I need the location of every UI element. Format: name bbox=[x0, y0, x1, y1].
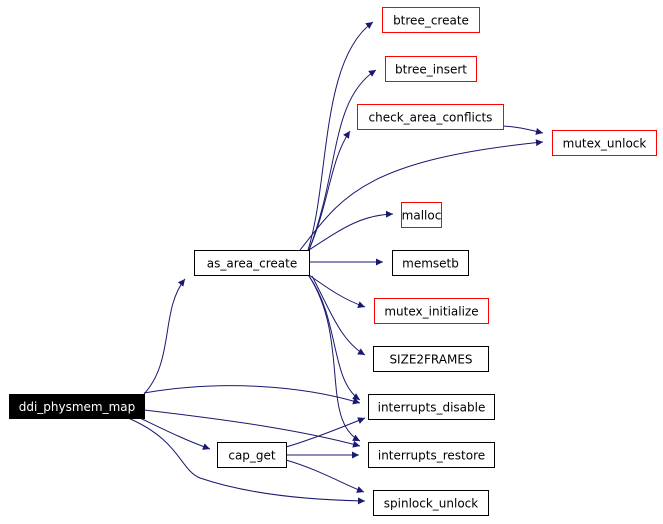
edge-check_area_conflicts-to-mutex_unlock bbox=[502, 125, 544, 135]
node-label: ddi_physmem_map bbox=[19, 400, 136, 414]
node-box[interactable] bbox=[385, 56, 477, 82]
node-memsetb[interactable]: memsetb bbox=[392, 250, 469, 276]
edge-as_area_create-to-SIZE2FRAMES bbox=[311, 275, 366, 356]
node-SIZE2FRAMES[interactable]: SIZE2FRAMES bbox=[373, 346, 489, 372]
node-box[interactable] bbox=[368, 394, 495, 420]
edge-as_area_create-to-interrupts_disable bbox=[308, 275, 361, 401]
node-mutex_initialize[interactable]: mutex_initialize bbox=[374, 298, 489, 324]
node-label: mutex_initialize bbox=[384, 305, 478, 319]
node-label: as_area_create bbox=[207, 257, 297, 271]
node-label: spinlock_unlock bbox=[384, 497, 479, 511]
node-label: btree_create bbox=[393, 14, 469, 28]
node-box[interactable] bbox=[217, 442, 287, 468]
node-cap_get[interactable]: cap_get bbox=[217, 442, 287, 468]
node-label: check_area_conflicts bbox=[369, 111, 493, 125]
node-btree_insert[interactable]: btree_insert bbox=[385, 56, 477, 82]
node-box[interactable] bbox=[374, 298, 489, 324]
edge-as_area_create-to-btree_create bbox=[307, 21, 374, 251]
node-label: cap_get bbox=[228, 449, 276, 463]
node-box[interactable] bbox=[373, 346, 489, 372]
node-box[interactable] bbox=[373, 490, 489, 516]
node-label: interrupts_restore bbox=[378, 449, 485, 463]
node-label: interrupts_disable bbox=[378, 401, 486, 415]
node-box[interactable] bbox=[392, 250, 469, 276]
nodes: ddi_physmem_map as_area_create cap_get btre… bbox=[9, 7, 657, 516]
node-label: malloc bbox=[402, 209, 442, 223]
node-interrupts_restore[interactable]: interrupts_restore bbox=[368, 442, 495, 468]
node-box[interactable] bbox=[382, 7, 480, 33]
node-malloc[interactable]: malloc bbox=[401, 202, 442, 228]
node-btree_create[interactable]: btree_create bbox=[382, 7, 480, 33]
node-label: memsetb bbox=[402, 257, 459, 271]
node-box[interactable] bbox=[552, 130, 657, 156]
edge-as_area_create-to-mutex_initialize bbox=[308, 274, 366, 308]
node-box[interactable] bbox=[368, 442, 495, 468]
edge-cap_get-to-interrupts_disable bbox=[285, 417, 366, 448]
edge-cap_get-to-spinlock_unlock bbox=[285, 459, 365, 493]
edge-as_area_create-to-mutex_unlock bbox=[299, 139, 544, 251]
node-interrupts_disable[interactable]: interrupts_disable bbox=[368, 394, 495, 420]
edge-ddi_physmem_map-to-spinlock_unlock bbox=[127, 417, 366, 505]
node-check_area_conflicts[interactable]: check_area_conflicts bbox=[357, 104, 504, 130]
node-box[interactable] bbox=[9, 394, 145, 419]
node-label: SIZE2FRAMES bbox=[389, 353, 472, 367]
edge-ddi_physmem_map-to-interrupts_restore bbox=[143, 409, 361, 448]
node-as_area_create[interactable]: as_area_create bbox=[194, 250, 310, 276]
edges bbox=[127, 21, 544, 505]
node-spinlock_unlock[interactable]: spinlock_unlock bbox=[373, 490, 489, 516]
edge-ddi_physmem_map-to-cap_get bbox=[139, 417, 211, 450]
node-box[interactable] bbox=[357, 104, 504, 130]
node-ddi_physmem_map[interactable]: ddi_physmem_map bbox=[9, 394, 145, 419]
edge-as_area_create-to-malloc bbox=[308, 210, 394, 251]
node-box[interactable] bbox=[194, 250, 310, 276]
edge-ddi_physmem_map-to-interrupts_disable bbox=[143, 385, 361, 405]
node-box[interactable] bbox=[401, 202, 442, 228]
node-label: btree_insert bbox=[395, 63, 467, 77]
edge-ddi_physmem_map-to-as_area_create bbox=[143, 278, 186, 395]
edge-as_area_create-to-btree_insert bbox=[308, 69, 377, 251]
node-label: mutex_unlock bbox=[563, 137, 647, 151]
edge-as_area_create-to-interrupts_restore bbox=[308, 275, 361, 442]
edge-as_area_create-to-check_area_conflicts bbox=[308, 130, 351, 251]
node-mutex_unlock[interactable]: mutex_unlock bbox=[552, 130, 657, 156]
